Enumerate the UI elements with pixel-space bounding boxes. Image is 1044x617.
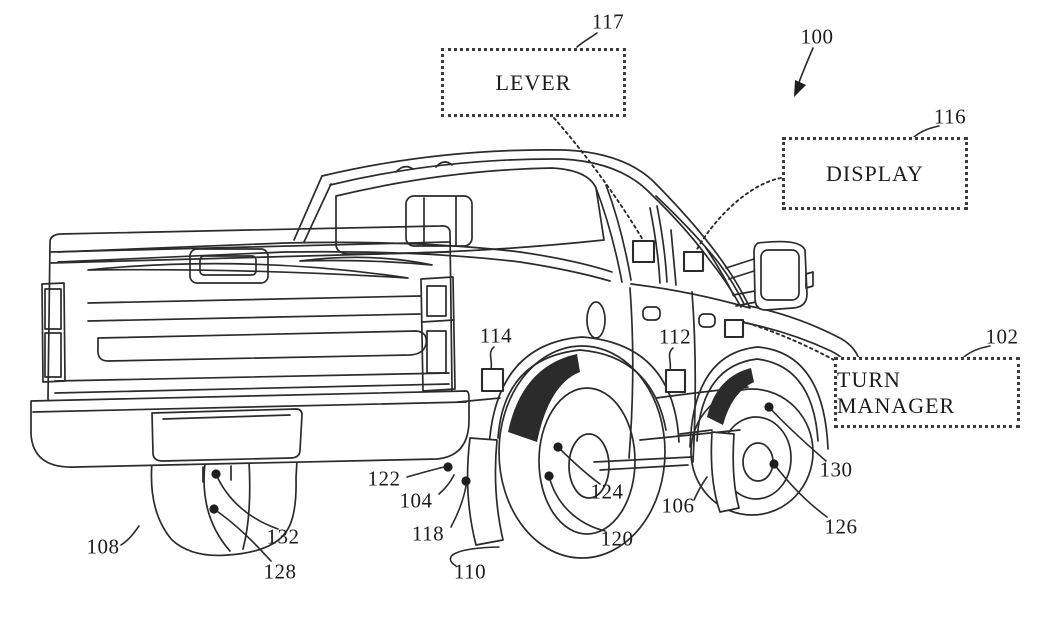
ref-label-126: 126: [824, 514, 858, 539]
ref-label-117: 117: [591, 9, 625, 34]
ref-label-130: 130: [819, 457, 853, 482]
side-mirror: [725, 240, 814, 311]
hood-line: [748, 305, 860, 360]
front-wheel-arch: [696, 358, 819, 442]
c-pillar-left: [293, 175, 332, 243]
ref-label-120: 120: [600, 526, 634, 551]
lever-box-label: LEVER: [495, 69, 572, 95]
rear-door-handle: [642, 306, 661, 321]
tailgate-handle: [189, 248, 269, 284]
left-taillight: [41, 282, 66, 383]
ref-label-128: 128: [263, 559, 297, 584]
lever-box: LEVER: [441, 48, 626, 117]
lever-sensor-box: [631, 239, 656, 264]
rocker-panel: [593, 456, 693, 471]
ref-label-132: 132: [266, 524, 300, 549]
front-wheel: [689, 346, 829, 516]
front-door-seam: [691, 291, 697, 463]
trailer-hitch: [202, 465, 232, 483]
display-sensor-box: [682, 250, 705, 273]
front-door-handle: [698, 313, 716, 328]
far-rear-wheel: [150, 459, 298, 557]
ref-label-102: 102: [985, 324, 1019, 349]
front-mud-flap: [710, 431, 740, 513]
rear-bumper: [30, 390, 470, 483]
sensor-dots: [209, 402, 779, 514]
roof-marker-lights: [395, 161, 453, 173]
ref-label-110: 110: [453, 559, 487, 584]
ref-label-122: 122: [367, 466, 401, 491]
ref-label-100: 100: [800, 24, 834, 49]
rear-wheel-arch: [497, 349, 667, 439]
ref-label-124: 124: [590, 479, 624, 504]
turn-manager-box: TURN MANAGER: [834, 357, 1020, 428]
rear-wheel: [466, 336, 680, 559]
display-box-label: DISPLAY: [826, 160, 924, 186]
sensor-boxes: [480, 239, 745, 394]
rear-mud-flap: [466, 437, 504, 546]
ref-label-114: 114: [479, 323, 513, 348]
sensor-box-112: [664, 368, 687, 394]
overview-arrow: [794, 47, 814, 97]
cab-bed-seam: [628, 287, 634, 459]
ref-label-104: 104: [399, 488, 433, 513]
rear-window-slider: [405, 195, 473, 247]
display-box: DISPLAY: [782, 137, 968, 210]
wheel-well-shadow: [508, 354, 580, 442]
rear-window: [335, 167, 605, 255]
turn-manager-box-label: TURN MANAGER: [837, 366, 956, 418]
display-leader: [695, 177, 782, 252]
b-pillar: [649, 205, 668, 284]
right-taillight: [420, 276, 456, 392]
bed-side: [57, 241, 613, 403]
ref-label-118: 118: [411, 521, 445, 546]
ref-label-112: 112: [658, 324, 692, 349]
ref-label-108: 108: [86, 534, 120, 559]
reference-leader-lines: [120, 32, 991, 567]
a-pillar: [655, 195, 745, 305]
ref-label-116: 116: [933, 104, 967, 129]
turn-manager-sensor-box: [723, 318, 745, 339]
c-pillar-right: [595, 184, 632, 283]
fuel-door: [586, 301, 606, 339]
lever-leader: [553, 117, 644, 241]
wheel-well-shadow: [707, 368, 754, 425]
beltline: [630, 283, 751, 309]
cab: [293, 149, 751, 471]
sensor-box-114: [480, 367, 505, 393]
turn-manager-leader: [743, 321, 835, 361]
component-leader-lines: [553, 117, 835, 361]
ref-label-106: 106: [661, 493, 695, 518]
roofline: [321, 149, 750, 307]
